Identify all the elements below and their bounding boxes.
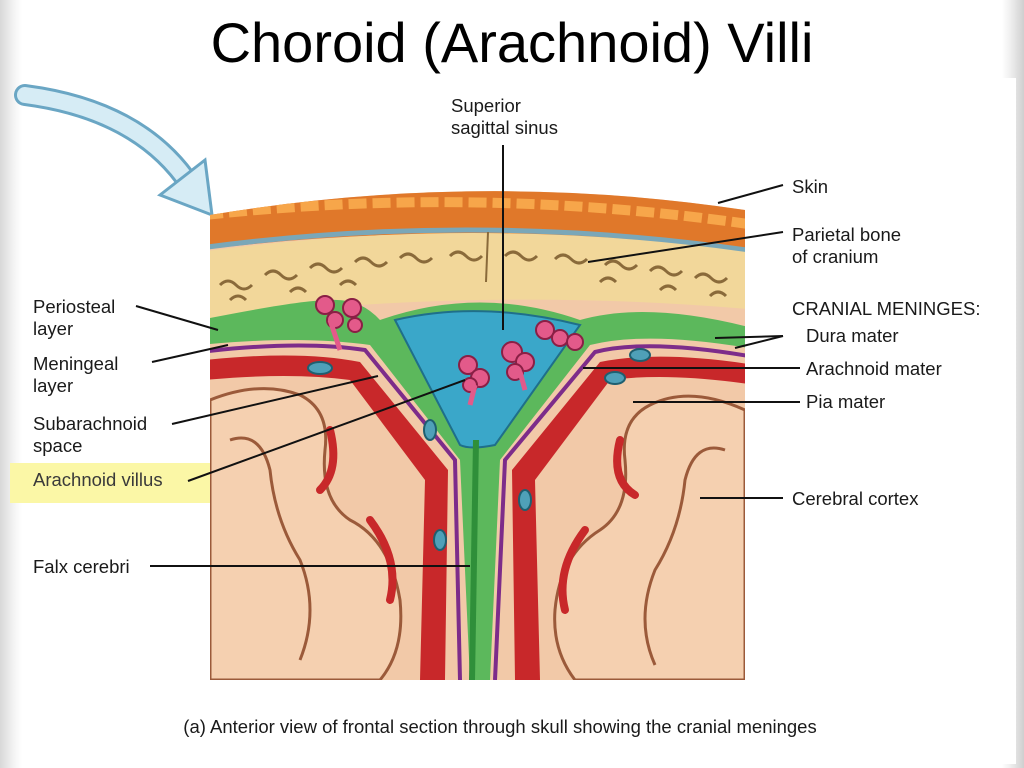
figure-caption: (a) Anterior view of frontal section thr… xyxy=(183,716,817,737)
pointer-arrow xyxy=(14,84,214,218)
label-arachnoid-villus: Arachnoid villus xyxy=(33,469,163,490)
label-arachnoid-mater: Arachnoid mater xyxy=(806,358,942,379)
label-subarachnoid-space: Subarachnoid space xyxy=(33,413,148,456)
label-dura-mater: Dura mater xyxy=(806,325,899,346)
label-skin: Skin xyxy=(792,176,828,197)
leader-lines xyxy=(135,145,800,567)
right-vessel-band xyxy=(512,356,745,680)
label-periosteal-layer: Periosteal layer xyxy=(33,296,116,339)
parietal-bone-layer xyxy=(210,233,745,320)
label-parietal-bone: Parietal bone of cranium xyxy=(792,224,902,267)
label-falx-cerebri: Falx cerebri xyxy=(33,556,130,577)
dura-mater-layer xyxy=(210,299,745,680)
arachnoid-villi xyxy=(315,295,584,393)
left-vessel-band xyxy=(210,355,448,680)
label-meningeal-layer: Meningeal layer xyxy=(33,353,119,396)
section-illustration xyxy=(210,191,745,681)
slide-title: Choroid (Arachnoid) Villi xyxy=(210,11,814,74)
arachnoid-villus-highlight xyxy=(10,463,210,503)
label-superior-sagittal-sinus: Superior sagittal sinus xyxy=(451,95,558,138)
label-cranial-meninges-heading: CRANIAL MENINGES: xyxy=(792,298,981,319)
label-cerebral-cortex: Cerebral cortex xyxy=(792,488,919,509)
label-pia-mater: Pia mater xyxy=(806,391,886,412)
